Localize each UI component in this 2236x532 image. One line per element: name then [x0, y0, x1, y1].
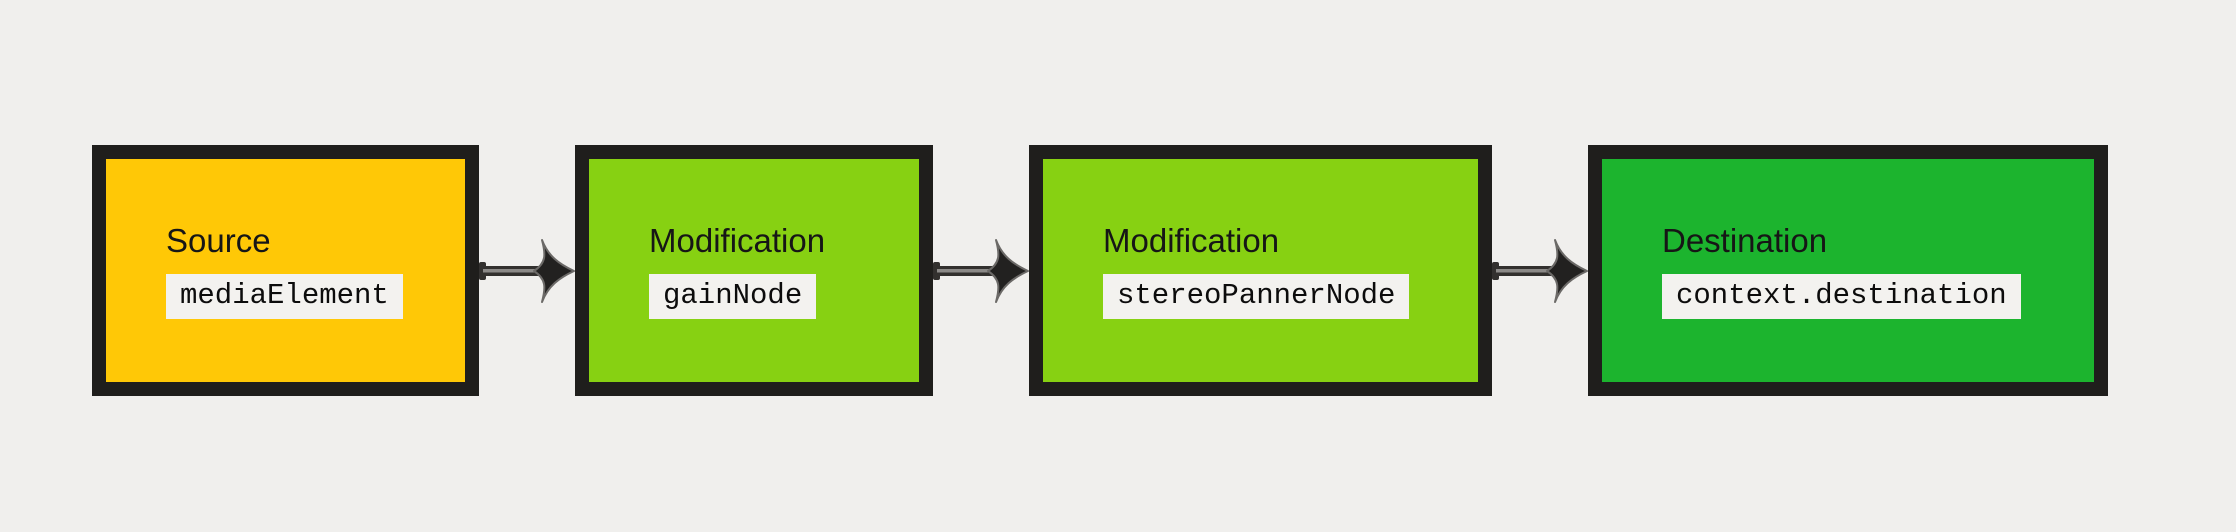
node-modification-gain-code-chip: gainNode — [649, 274, 817, 319]
node-destination: Destination context.destination — [1588, 145, 2108, 396]
flow-connector — [933, 145, 1029, 396]
flow-connector — [479, 145, 575, 396]
node-source-code-chip: mediaElement — [166, 274, 403, 319]
flow-connector — [1492, 145, 1588, 396]
node-modification-stereopanner-title: Modification — [1103, 222, 1280, 260]
right-arrow-icon — [479, 238, 575, 303]
node-source-title: Source — [166, 222, 271, 260]
right-arrow-icon — [1492, 238, 1588, 303]
audio-node-graph: Source mediaElement Modification gainNod… — [92, 145, 2108, 396]
node-destination-title: Destination — [1662, 222, 1828, 260]
node-destination-code-chip: context.destination — [1662, 274, 2021, 319]
node-modification-gain-title: Modification — [649, 222, 826, 260]
node-source: Source mediaElement — [92, 145, 479, 396]
node-modification-gain: Modification gainNode — [575, 145, 933, 396]
node-modification-stereopanner-code-chip: stereoPannerNode — [1103, 274, 1410, 319]
node-modification-stereopanner: Modification stereoPannerNode — [1029, 145, 1492, 396]
right-arrow-icon — [933, 238, 1029, 303]
